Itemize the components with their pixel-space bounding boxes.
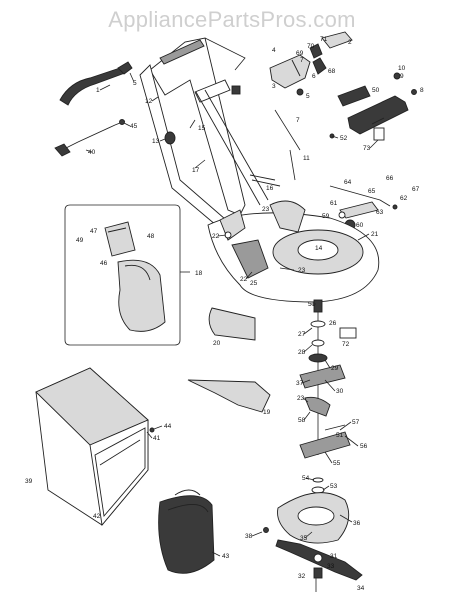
label-part-6: 6 bbox=[312, 73, 316, 80]
label-part-4: 4 bbox=[272, 47, 276, 54]
label-part-38: 38 bbox=[245, 533, 253, 540]
label-part-10: 10 bbox=[398, 65, 406, 72]
label-part-22b: 22 bbox=[240, 276, 248, 283]
label-part-12: 12 bbox=[145, 98, 153, 105]
label-part-1: 1 bbox=[96, 87, 100, 94]
label-part-23b: 23 bbox=[298, 267, 306, 274]
label-part-19: 19 bbox=[263, 409, 271, 416]
label-part-49: 49 bbox=[76, 237, 84, 244]
label-part-15: 15 bbox=[198, 125, 206, 132]
label-part-3: 3 bbox=[272, 83, 276, 90]
label-part-59: 59 bbox=[322, 213, 330, 220]
label-part-5a: 5 bbox=[133, 80, 137, 87]
label-part-25: 25 bbox=[250, 280, 258, 287]
label-part-7b: 7 bbox=[296, 117, 300, 124]
label-part-44: 44 bbox=[164, 423, 172, 430]
grass-bag-frame bbox=[158, 489, 215, 574]
label-part-29: 29 bbox=[331, 365, 339, 372]
label-part-30: 30 bbox=[336, 388, 344, 395]
label-part-22a: 22 bbox=[212, 233, 220, 240]
label-part-70: 70 bbox=[307, 43, 315, 50]
label-part-28: 28 bbox=[298, 349, 306, 356]
label-part-40: 40 bbox=[88, 149, 96, 156]
label-part-17: 17 bbox=[192, 167, 200, 174]
label-part-13: 13 bbox=[152, 138, 160, 145]
label-part-5b: 5 bbox=[306, 93, 310, 100]
part-number-labels: 1 2 3 4 5 5 6 7 7 8 9 10 11 12 13 14 15 … bbox=[25, 36, 424, 592]
grass-catcher-bag bbox=[35, 367, 155, 527]
handle-knob bbox=[164, 119, 196, 145]
label-part-18: 18 bbox=[195, 270, 203, 277]
handle-assembly bbox=[139, 37, 269, 253]
label-part-65: 65 bbox=[368, 188, 376, 195]
blade-drive-stack bbox=[299, 299, 357, 494]
label-part-50: 50 bbox=[372, 87, 380, 94]
label-part-60: 60 bbox=[356, 222, 364, 229]
label-part-33: 33 bbox=[327, 563, 335, 570]
bail-clip bbox=[309, 31, 353, 75]
label-part-23c: 23 bbox=[297, 395, 305, 402]
label-part-46: 46 bbox=[100, 260, 108, 267]
blade-adapter-housing bbox=[263, 492, 350, 544]
label-part-71: 71 bbox=[320, 36, 328, 43]
throttle-bracket bbox=[269, 54, 311, 96]
label-part-53: 53 bbox=[330, 483, 338, 490]
label-part-51b: 51 bbox=[336, 432, 344, 439]
label-part-43: 43 bbox=[222, 553, 230, 560]
label-part-63: 63 bbox=[376, 209, 384, 216]
label-part-58: 58 bbox=[298, 417, 306, 424]
electric-start-module bbox=[329, 72, 417, 141]
label-part-8: 8 bbox=[420, 87, 424, 94]
label-part-57: 57 bbox=[352, 419, 360, 426]
label-part-66: 66 bbox=[386, 175, 394, 182]
mulch-plug-inset-box bbox=[64, 204, 190, 346]
label-part-27: 27 bbox=[298, 331, 306, 338]
label-part-55: 55 bbox=[333, 460, 341, 467]
label-part-72: 72 bbox=[342, 341, 350, 348]
label-part-34: 34 bbox=[357, 585, 365, 592]
label-part-54: 54 bbox=[302, 475, 310, 482]
label-part-52: 52 bbox=[340, 135, 348, 142]
label-part-36: 36 bbox=[353, 520, 361, 527]
label-part-7a: 7 bbox=[300, 57, 304, 64]
label-part-20: 20 bbox=[213, 340, 221, 347]
label-part-31: 31 bbox=[330, 553, 338, 560]
control-rods bbox=[249, 109, 301, 187]
side-discharge-parts bbox=[187, 307, 271, 413]
leader-lines bbox=[85, 72, 379, 557]
label-part-37: 37 bbox=[296, 380, 304, 387]
mower-blade bbox=[275, 539, 363, 592]
label-part-32: 32 bbox=[298, 573, 306, 580]
label-part-64: 64 bbox=[344, 179, 352, 186]
label-part-56: 56 bbox=[360, 443, 368, 450]
label-part-62: 62 bbox=[400, 195, 408, 202]
label-part-51a: 51 bbox=[308, 301, 316, 308]
label-part-47: 47 bbox=[90, 228, 98, 235]
label-part-41: 41 bbox=[153, 435, 161, 442]
label-part-45: 45 bbox=[130, 123, 138, 130]
label-part-42: 42 bbox=[93, 513, 101, 520]
label-part-68: 68 bbox=[328, 68, 336, 75]
label-part-48: 48 bbox=[147, 233, 155, 240]
label-part-9: 9 bbox=[400, 73, 404, 80]
label-part-73: 73 bbox=[363, 145, 371, 152]
upper-bail-bar bbox=[59, 61, 133, 106]
label-part-21: 21 bbox=[371, 231, 379, 238]
label-part-69: 69 bbox=[296, 50, 304, 57]
label-part-26: 26 bbox=[329, 320, 337, 327]
label-part-61: 61 bbox=[330, 200, 338, 207]
label-part-67: 67 bbox=[412, 186, 420, 193]
label-part-35: 35 bbox=[300, 535, 308, 542]
watermark: AppliancePartsPros.com bbox=[108, 7, 355, 32]
mower-deck bbox=[207, 200, 380, 303]
label-part-39: 39 bbox=[25, 478, 33, 485]
drive-cable bbox=[54, 119, 126, 157]
label-part-2: 2 bbox=[348, 39, 352, 46]
label-part-16: 16 bbox=[266, 185, 274, 192]
label-part-14: 14 bbox=[315, 245, 323, 252]
label-part-23a: 23 bbox=[262, 206, 270, 213]
label-part-11: 11 bbox=[303, 155, 310, 162]
